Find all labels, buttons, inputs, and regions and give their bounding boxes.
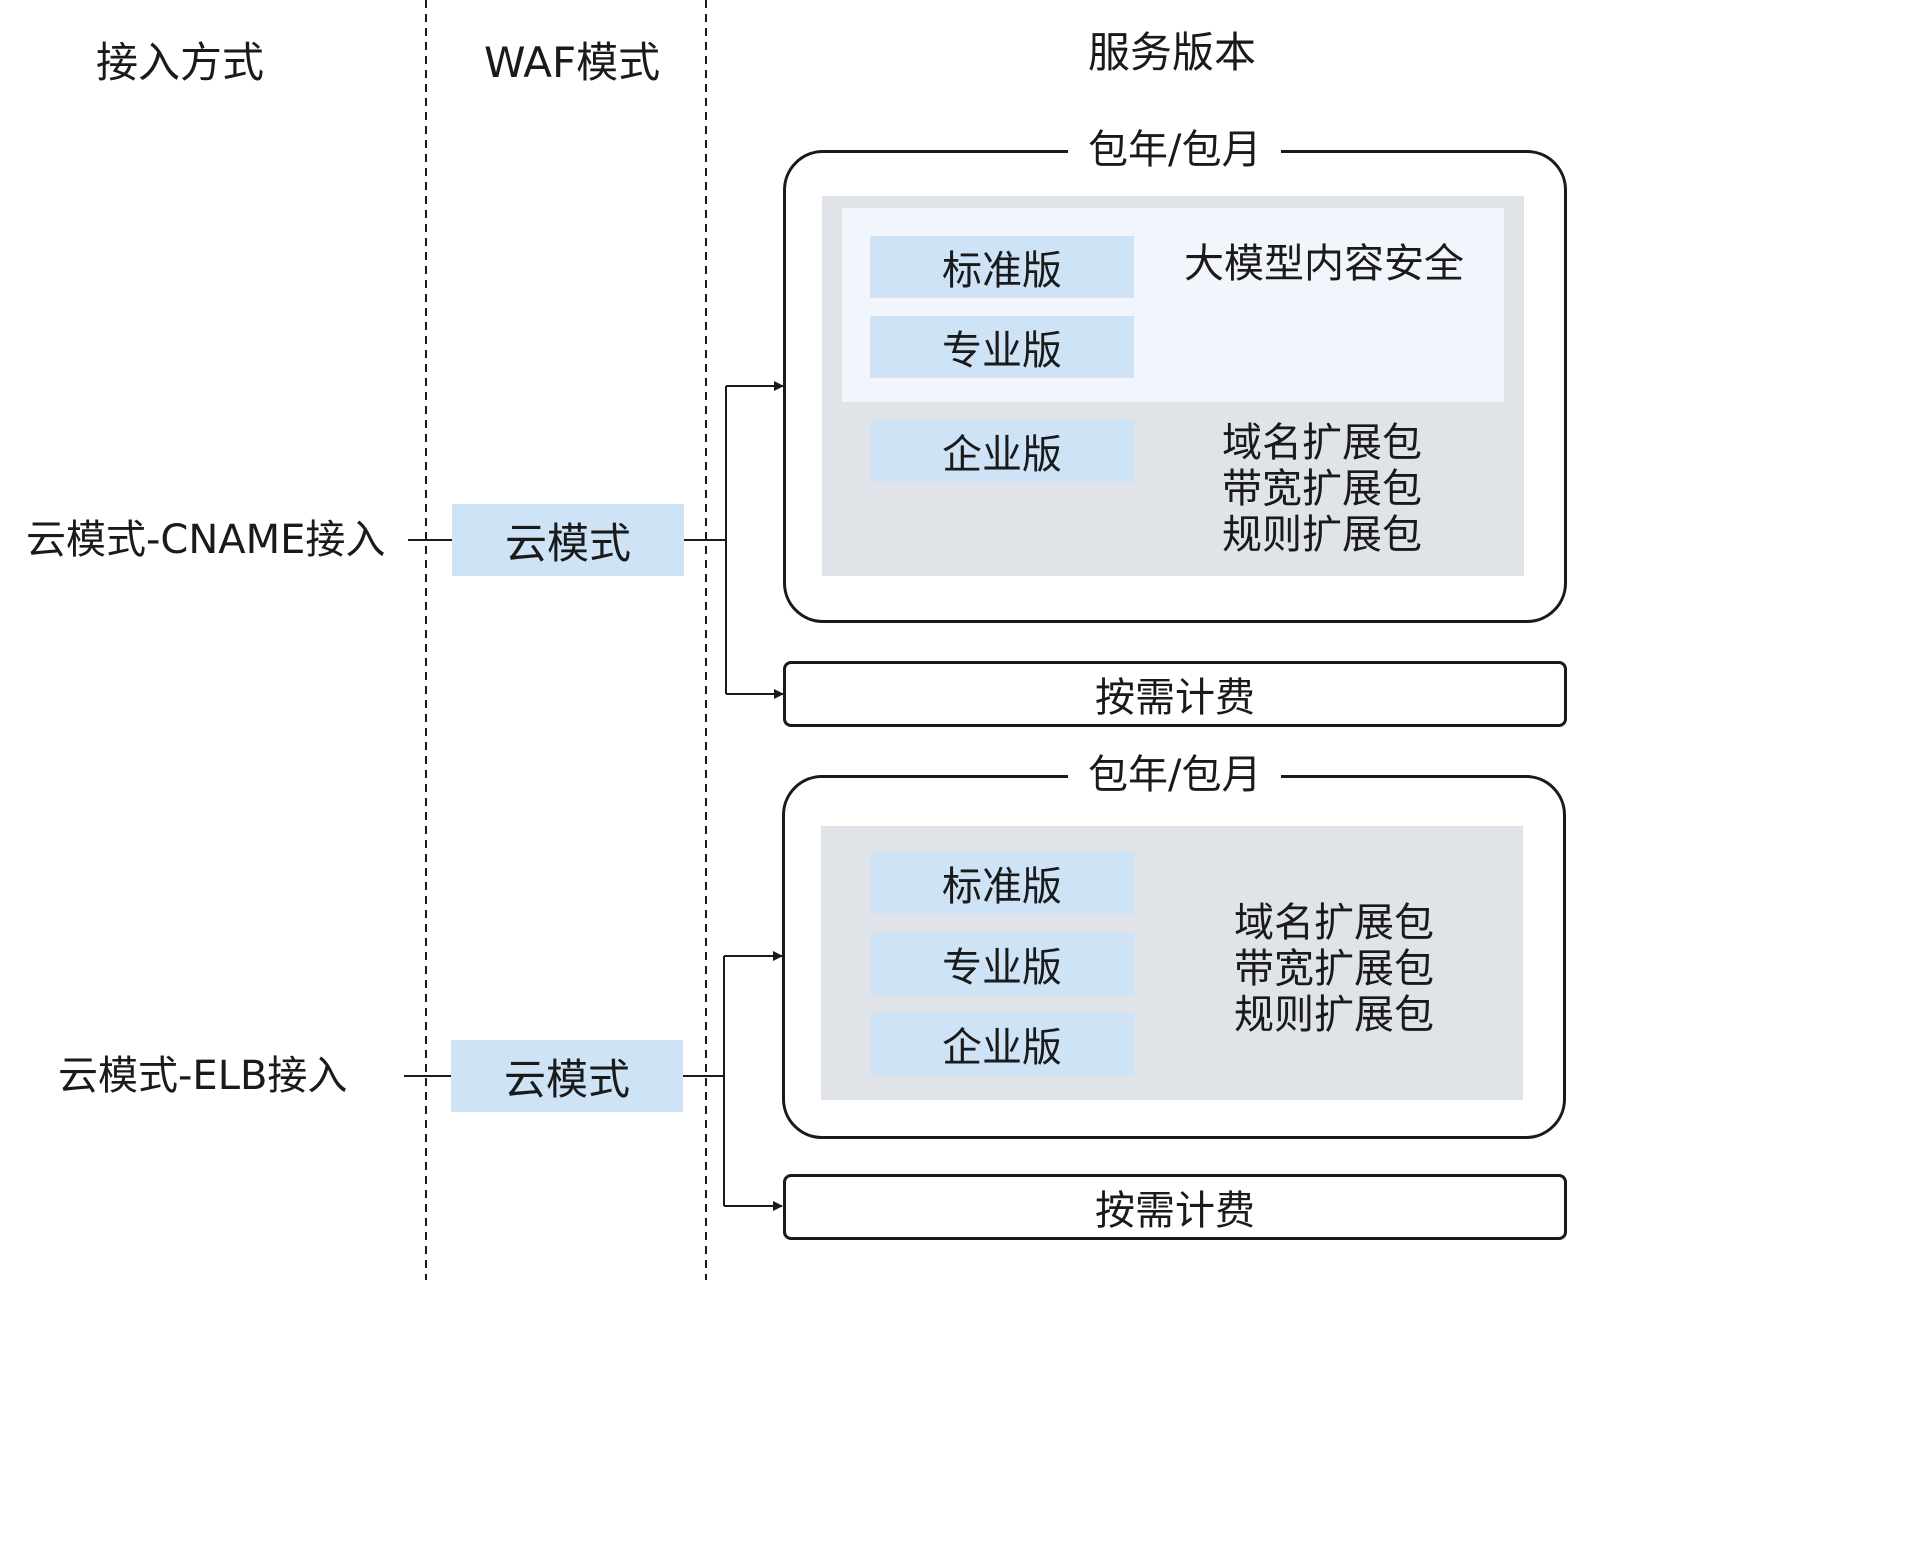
- addon-rule-pack: 规则扩展包: [1222, 512, 1422, 558]
- access-method-header: 接入方式: [96, 38, 265, 87]
- waf-mode-box: 云模式: [452, 504, 684, 576]
- waf-mode-header: WAF模式: [484, 38, 661, 87]
- llm-content-security-addon: 大模型内容安全: [1184, 241, 1464, 287]
- prepaid-label: 包年/包月: [1068, 755, 1282, 795]
- addon-list: 域名扩展包 带宽扩展包 规则扩展包: [1234, 900, 1434, 1038]
- access-method-cname: 云模式-CNAME接入: [26, 517, 386, 563]
- on-demand-box: 按需计费: [783, 1174, 1567, 1240]
- addon-bandwidth-pack: 带宽扩展包: [1222, 466, 1422, 512]
- service-version-header: 服务版本: [1088, 28, 1257, 77]
- addon-domain-pack: 域名扩展包: [1234, 900, 1434, 946]
- waf-mode-box: 云模式: [451, 1040, 683, 1112]
- edition-professional: 专业版: [870, 933, 1134, 995]
- addon-rule-pack: 规则扩展包: [1234, 992, 1434, 1038]
- edition-professional: 专业版: [870, 316, 1134, 378]
- edition-enterprise: 企业版: [870, 420, 1134, 482]
- access-method-elb: 云模式-ELB接入: [58, 1053, 348, 1099]
- addon-bandwidth-pack: 带宽扩展包: [1234, 946, 1434, 992]
- on-demand-box: 按需计费: [783, 661, 1567, 727]
- addon-domain-pack: 域名扩展包: [1222, 420, 1422, 466]
- prepaid-label: 包年/包月: [1068, 130, 1282, 170]
- edition-enterprise: 企业版: [870, 1013, 1134, 1075]
- edition-standard: 标准版: [870, 236, 1134, 298]
- edition-standard: 标准版: [870, 852, 1134, 914]
- addon-list: 域名扩展包 带宽扩展包 规则扩展包: [1222, 420, 1422, 558]
- waf-billing-diagram: 接入方式 WAF模式 服务版本 云模式-CNAME接入 云模式 包年/包月 标准…: [26, 0, 1567, 1280]
- connector-lines: [404, 0, 784, 1280]
